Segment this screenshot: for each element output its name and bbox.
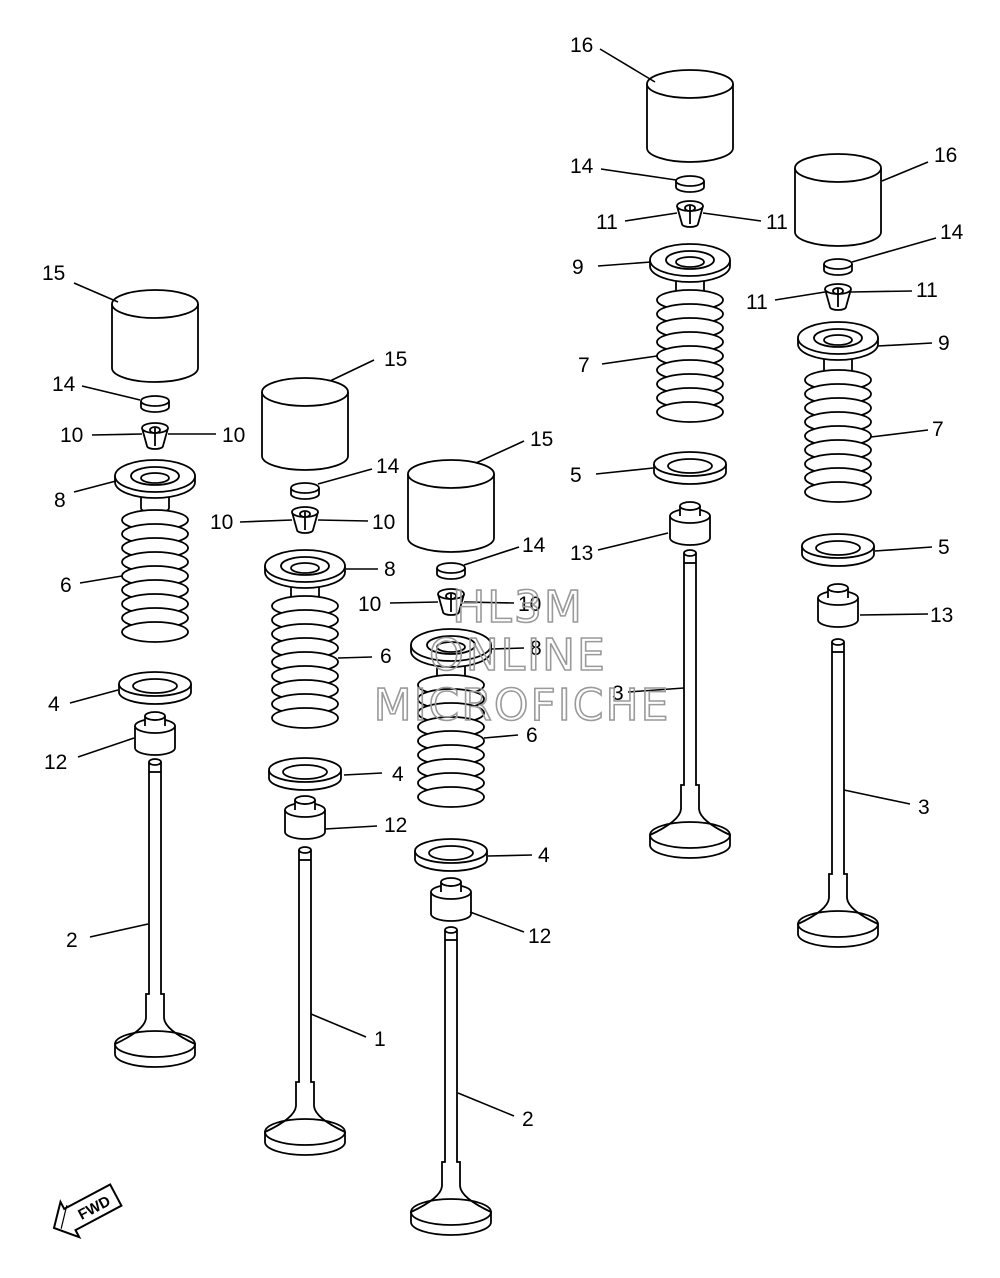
label-7: 7	[578, 354, 590, 377]
label-14: 14	[570, 155, 594, 178]
label-10: 10	[518, 593, 541, 616]
label-14: 14	[52, 373, 76, 396]
label-4: 4	[392, 763, 404, 786]
spring-retainer	[649, 243, 731, 298]
valve-spring	[121, 509, 189, 643]
valve-stem-seal	[430, 877, 472, 922]
valve-lifter	[111, 289, 199, 383]
watermark-line-1: HL3M	[452, 582, 584, 633]
label-6: 6	[60, 574, 72, 597]
valve	[264, 846, 346, 1156]
label-10: 10	[222, 424, 245, 447]
valve-assembly-right	[794, 153, 882, 948]
label-7: 7	[932, 418, 944, 441]
valve-spring	[656, 289, 724, 423]
label-2: 2	[522, 1108, 534, 1131]
label-15: 15	[42, 262, 65, 285]
valve-assembly-center-right	[646, 69, 734, 859]
label-12: 12	[44, 751, 67, 774]
label-12: 12	[384, 814, 407, 837]
label-16: 16	[934, 144, 957, 167]
label-11: 11	[766, 211, 788, 234]
label-3: 3	[918, 796, 930, 819]
label-12: 12	[528, 925, 551, 948]
label-13: 13	[570, 542, 593, 565]
label-8: 8	[530, 637, 542, 660]
watermark-line-3: MICROFICHE	[374, 680, 671, 731]
label-3: 3	[612, 682, 624, 705]
valve-lifter	[261, 377, 349, 471]
valve-stem-seal	[817, 583, 859, 628]
valve-cotter	[141, 422, 169, 450]
valve-lifter	[407, 459, 495, 553]
label-10: 10	[372, 511, 395, 534]
valve-spring	[271, 595, 339, 729]
label-11: 11	[746, 291, 768, 314]
label-5: 5	[570, 464, 582, 487]
valve-assembly-center	[407, 459, 495, 1236]
leader-lines	[69, 48, 937, 1117]
spring-seat	[414, 838, 488, 872]
valve-assembly-left	[111, 289, 199, 1068]
label-14: 14	[940, 221, 964, 244]
label-9: 9	[938, 332, 950, 355]
spring-retainer	[797, 321, 879, 376]
label-10: 10	[60, 424, 83, 447]
adjusting-pad	[436, 562, 466, 580]
watermark: HL3M ONLINE MICROFICHE	[373, 581, 671, 732]
label-6: 6	[526, 724, 538, 747]
label-10: 10	[358, 593, 381, 616]
adjusting-pad	[290, 482, 320, 500]
valve-lifter	[794, 153, 882, 247]
label-14: 14	[522, 534, 546, 557]
label-5: 5	[938, 536, 950, 559]
valve-stem-seal	[284, 795, 326, 840]
valve-cotter	[824, 283, 852, 311]
label-4: 4	[48, 693, 60, 716]
valve-stem-seal	[134, 711, 176, 756]
label-11: 11	[596, 211, 618, 234]
spring-seat	[653, 451, 727, 485]
label-1: 1	[374, 1028, 386, 1051]
valve-assembly-center-left	[261, 377, 349, 1156]
label-6: 6	[380, 645, 392, 668]
label-8: 8	[54, 489, 66, 512]
label-2: 2	[66, 929, 78, 952]
watermark-line-2: ONLINE	[429, 630, 607, 681]
adjusting-pad	[823, 258, 853, 276]
valve	[797, 638, 879, 948]
valve	[410, 926, 492, 1236]
label-9: 9	[572, 256, 584, 279]
valve-lifter	[646, 69, 734, 163]
valve	[114, 758, 196, 1068]
spring-seat	[268, 757, 342, 791]
adjusting-pad	[675, 175, 705, 193]
fwd-arrow-icon: FWD	[52, 1183, 123, 1240]
label-15: 15	[530, 428, 553, 451]
label-4: 4	[538, 844, 550, 867]
spring-retainer	[264, 549, 346, 604]
label-14: 14	[376, 455, 400, 478]
spring-seat	[118, 671, 192, 705]
callout-labels: 15 14 10 10 8 6 4 12 2 15 14 10 10 8 6 4…	[42, 34, 964, 1131]
label-13: 13	[930, 604, 953, 627]
adjusting-pad	[140, 395, 170, 413]
label-10: 10	[210, 511, 233, 534]
spring-seat	[801, 533, 875, 567]
valve-stem-seal	[669, 501, 711, 546]
spring-retainer	[114, 459, 196, 514]
label-11: 11	[916, 279, 938, 302]
label-8: 8	[384, 558, 396, 581]
valve-spring	[804, 369, 872, 503]
valve-cotter	[676, 200, 704, 228]
label-16: 16	[570, 34, 593, 57]
valve-cotter	[291, 506, 319, 534]
label-15: 15	[384, 348, 407, 371]
